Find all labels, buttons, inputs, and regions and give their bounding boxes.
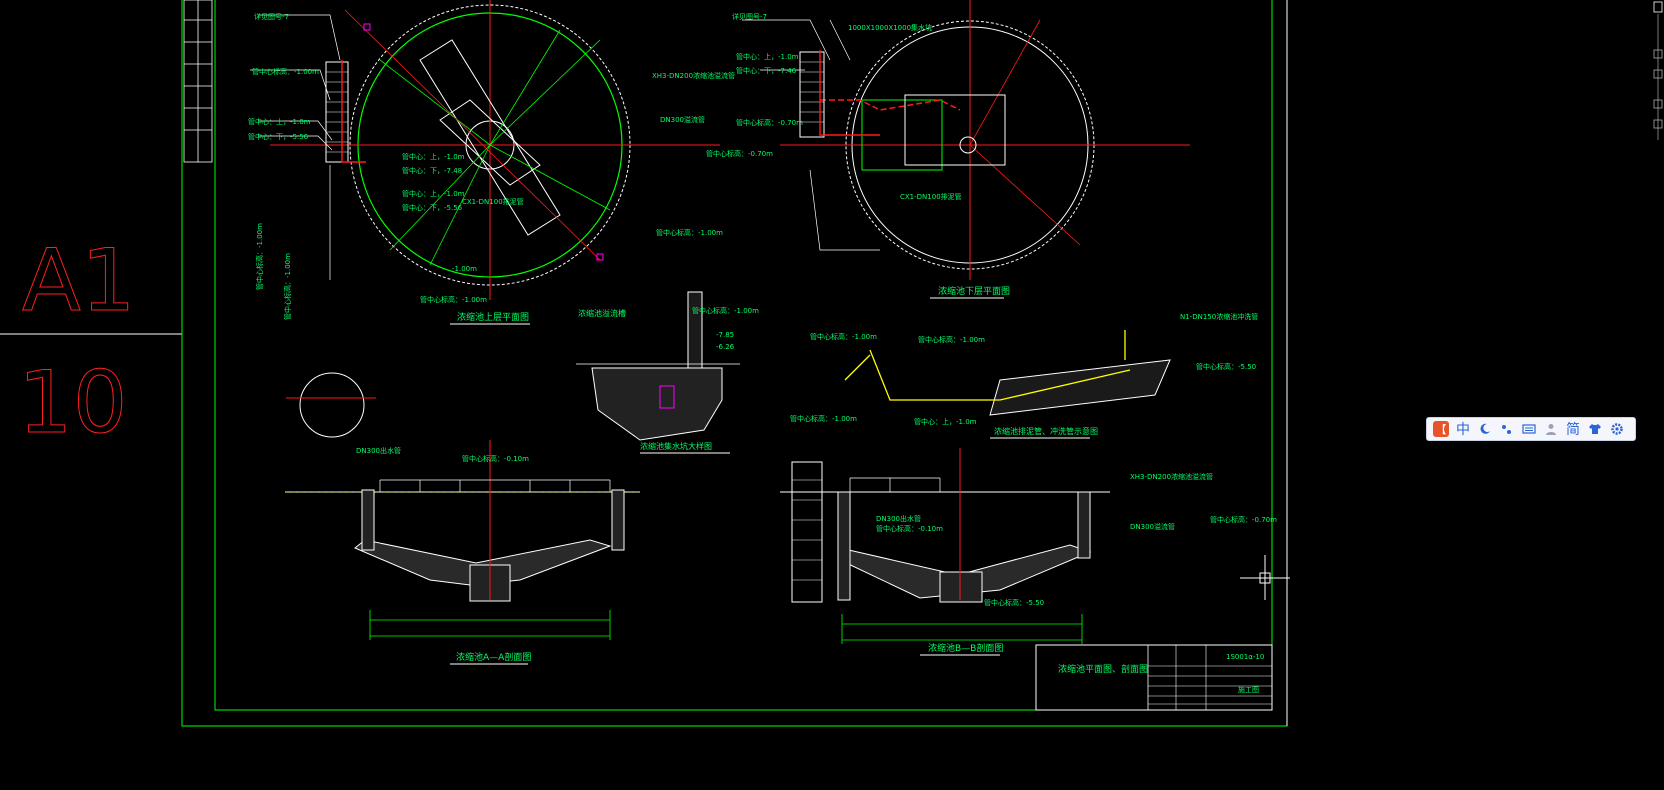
- radial-lines: [379, 29, 611, 266]
- pipe-red-lower: [820, 99, 961, 111]
- pipe-yellow: [869, 349, 1131, 401]
- title-block-title: 浓缩池平面图、剖面图: [1058, 663, 1148, 675]
- section-line: [344, 9, 601, 261]
- note-bb-1: DN300出水管: [876, 514, 921, 523]
- inner-frame: [214, 0, 1273, 711]
- title-section-bb: 浓缩池B—B剖面图: [928, 642, 1003, 654]
- title-pipe-detail: 浓缩池排泥管、冲洗管示意图: [994, 426, 1098, 436]
- cad-crosshair-cursor[interactable]: [1240, 555, 1290, 600]
- section-aa-view[interactable]: DN300出水管 管中心标高：-0.10m 浓缩池A—A剖面图: [285, 372, 640, 665]
- title-overflow: 浓缩池溢流槽: [578, 308, 626, 318]
- note-a2b: 管中心：上，-1.0m: [402, 152, 465, 161]
- note-a22-vertical: 管中心标高：-1.00m: [283, 253, 292, 320]
- note-bb-3: XH3-DN200浓缩池溢流管: [1130, 472, 1213, 481]
- note-a23: 管中心标高：-0.70m: [736, 118, 803, 127]
- note-a4: 管中心：上，-1.0m: [402, 189, 465, 198]
- ime-simplified-toggle[interactable]: 简: [1566, 422, 1580, 438]
- note-a8: DN300溢流管: [660, 115, 705, 124]
- note-a5: 管中心：下，-5.56: [248, 132, 309, 141]
- note-a26: -1.00m: [452, 265, 477, 273]
- section-bb-view[interactable]: DN300出水管 管中心标高：-0.10m XH3-DN200浓缩池溢流管 DN…: [780, 448, 1277, 656]
- note-a10: N1-DN150浓缩池冲洗管: [1180, 312, 1258, 321]
- sump-detail-view[interactable]: 管中心标高：-1.00m -7.85 -6.26 浓缩池溢流槽 浓缩池集水坑大样…: [576, 291, 759, 454]
- note-a24: 管中心标高：-5.50: [984, 598, 1044, 607]
- sheet-size-label: A1: [22, 231, 136, 331]
- title-sump-detail: 浓缩池集水坑大样图: [640, 441, 712, 451]
- note-a19: 管中心：上，-1.0m: [736, 52, 799, 61]
- note-pipe-1: 管中心标高：-1.00m: [810, 332, 877, 341]
- stair-lower: [799, 51, 825, 138]
- sump-body: [591, 367, 723, 441]
- note-a14: -7.85: [716, 331, 734, 339]
- note-a11: 管中心标高：-5.50: [1196, 362, 1256, 371]
- scraper-bridge: [419, 39, 561, 236]
- pipe-red-upper: [341, 60, 366, 163]
- pipe-trench: [989, 359, 1171, 416]
- lower-plan-view[interactable]: 详见图号-7 1000X1000X1000集水坑 管中心：上，-1.0m 管中心…: [656, 0, 1190, 299]
- note-lower-a17: 详见图号-7: [732, 12, 767, 21]
- note-a21: CX1-DN100排泥管: [900, 192, 962, 201]
- note-a3: 管中心：下，-7.48: [402, 166, 462, 175]
- shirt-icon[interactable]: [1587, 421, 1603, 437]
- punctuation-icon[interactable]: [1499, 421, 1515, 437]
- note-sump-1: 管中心标高：-1.00m: [692, 306, 759, 315]
- ime-toolbar[interactable]: 【 中 简: [1426, 417, 1636, 441]
- note-a15: -6.26: [716, 343, 735, 351]
- tank-floor-bb: [839, 544, 1092, 599]
- user-icon[interactable]: [1543, 421, 1559, 437]
- note-a18-vertical: 管中心标高：-1.00m: [255, 223, 264, 290]
- note-bb-5: 管中心标高：-0.70m: [1210, 515, 1277, 524]
- ime-language-toggle[interactable]: 中: [1456, 422, 1470, 438]
- note-a20: 管中心：下，-7.46: [736, 66, 797, 75]
- title-block-phase: 施工图: [1238, 685, 1259, 694]
- note-bb-2: 管中心标高：-0.10m: [876, 524, 943, 533]
- note-pipe-2: 管中心标高：-1.00m: [918, 335, 985, 344]
- revision-table: [183, 0, 213, 163]
- note-pipe-4: 管中心：上，-1.0m: [914, 417, 977, 426]
- note-pipe-3: 管中心标高：-1.00m: [790, 414, 857, 423]
- title-block: 浓缩池平面图、剖面图 1S001α-10 施工图: [1035, 644, 1273, 711]
- title-lower-plan: 浓缩池下层平面图: [938, 285, 1010, 297]
- upper-plan-view[interactable]: 详见图号-7 管中心标高：-1.00m 管中心：上，-1.0m 管中心：下，-5…: [248, 0, 773, 325]
- note-a7: XH3-DN200浓缩池溢流管: [652, 71, 735, 80]
- gear-icon[interactable]: [1609, 421, 1625, 437]
- title-upper-plan: 浓缩池上层平面图: [457, 311, 529, 323]
- title-section-aa: 浓缩池A—A剖面图: [456, 651, 531, 663]
- note-a9: 管中心标高：-0.70m: [706, 149, 773, 158]
- note-a22: 管中心标高：-1.00m: [656, 228, 723, 237]
- title-block-drawing-no: 1S001α-10: [1226, 653, 1264, 661]
- right-toolbar-strip[interactable]: [1652, 0, 1664, 140]
- note-a6: CX1-DN100排泥管: [462, 197, 524, 206]
- sheet-number-label: 10: [18, 353, 127, 453]
- pipe-detail-view[interactable]: N1-DN150浓缩池冲洗管 管中心标高：-5.50 管中心标高：-1.00m …: [790, 312, 1258, 439]
- toolbar-icons: [1653, 1, 1663, 140]
- note-a25: 管中心标高：-1.00m: [420, 295, 487, 304]
- keyboard-icon[interactable]: [1521, 421, 1537, 437]
- note-a12: 管中心标高：-0.10m: [462, 454, 529, 463]
- marker-1: [363, 23, 371, 31]
- note-bb-4: DN300溢流管: [1130, 522, 1175, 531]
- moon-icon[interactable]: [1477, 421, 1493, 437]
- note-a17: 详见图号-7: [254, 12, 289, 21]
- detail-circle: [299, 372, 365, 438]
- note-a2: 管中心：上，-1.0m: [248, 117, 311, 126]
- note-a1: 管中心标高：-1.00m: [252, 67, 319, 76]
- tank-floor-aa: [354, 539, 612, 586]
- ime-logo-icon[interactable]: 【: [1433, 421, 1449, 437]
- note-a13: DN300出水管: [356, 446, 401, 455]
- note-a16: 1000X1000X1000集水坑: [848, 23, 932, 32]
- note-a5b: 管中心：下，-5.56: [402, 203, 463, 212]
- marker-2: [596, 253, 604, 261]
- stair-section: [791, 461, 823, 603]
- sheet-size-panel: A1 10: [0, 231, 182, 454]
